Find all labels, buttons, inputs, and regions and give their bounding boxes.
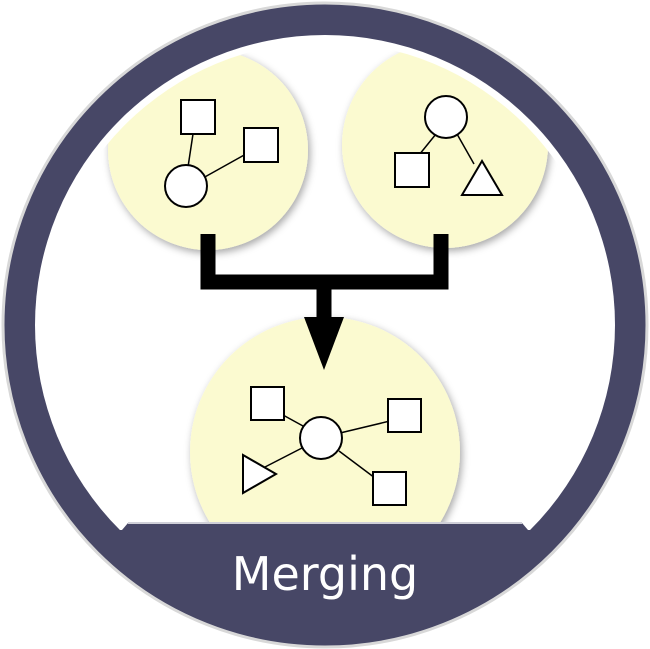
circle-node [299,416,343,460]
square-node [372,471,407,506]
merge-arrow [200,234,449,370]
merged-graph [190,317,460,587]
source-graph-left [108,50,308,250]
square-node [387,398,422,433]
square-node [394,152,430,188]
square-node [243,127,279,163]
circle-node [424,95,468,139]
bubble-left [108,50,308,250]
badge-caption: Merging [232,547,418,601]
circle-node [164,164,208,208]
square-node [180,99,216,135]
square-node [250,386,285,421]
triangle-node [460,159,504,196]
triangle-node [242,453,279,495]
